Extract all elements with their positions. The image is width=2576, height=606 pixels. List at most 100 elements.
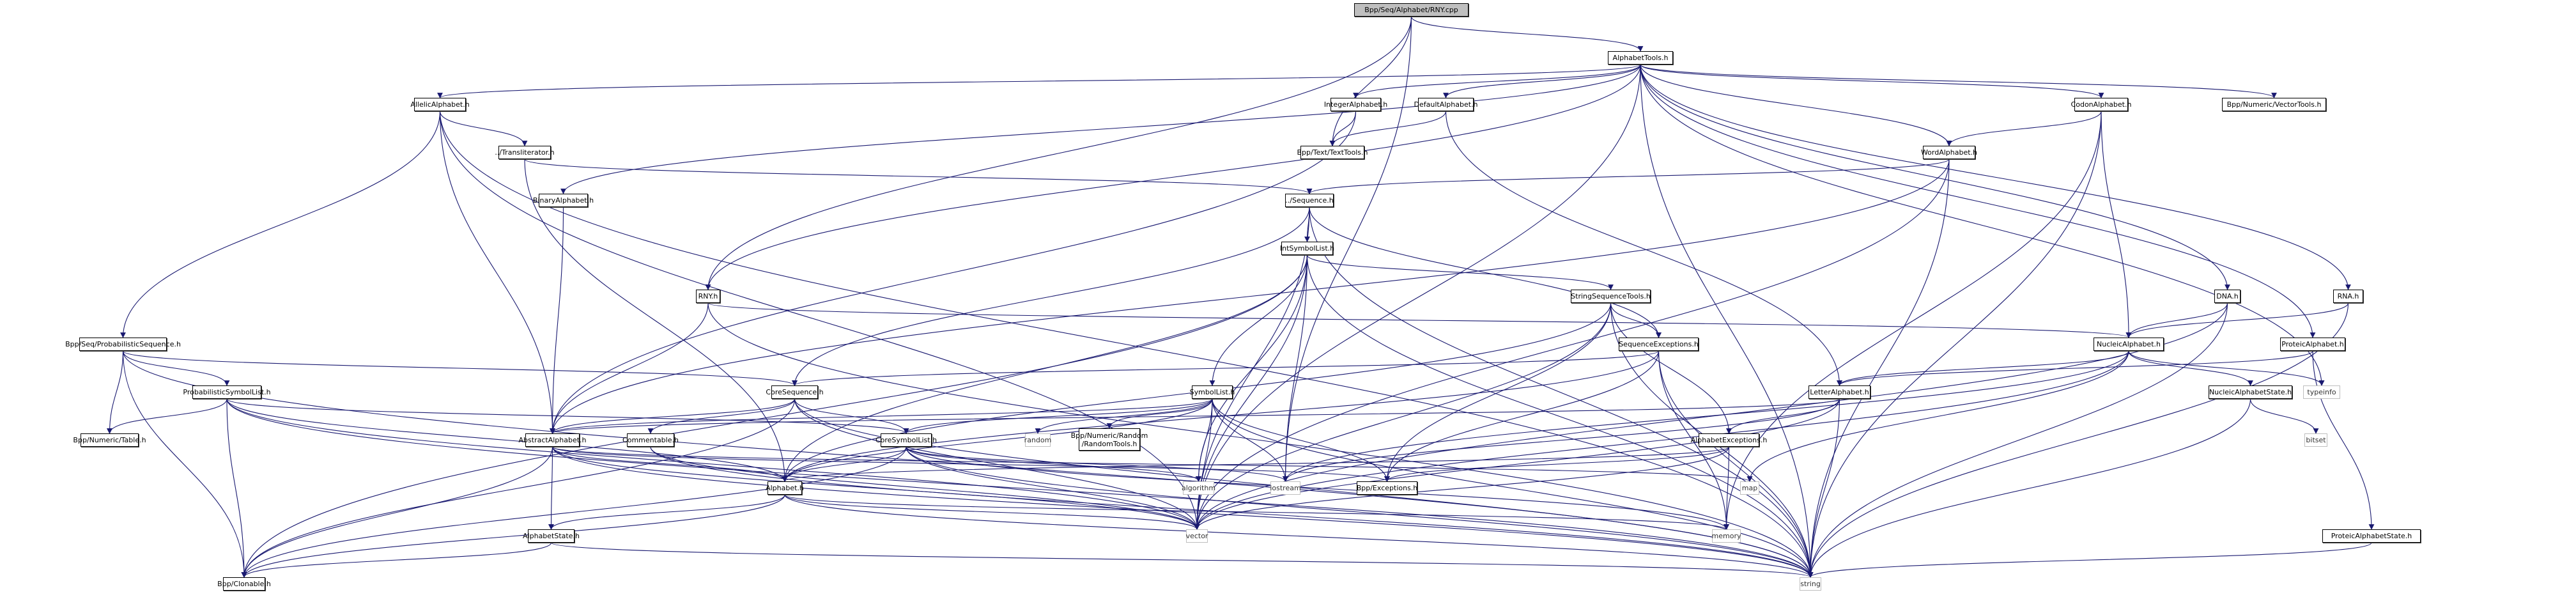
node-default[interactable]: DefaultAlphabet.h xyxy=(1414,98,1478,111)
edge-alphabet-to-clonable xyxy=(241,494,785,578)
edge-probsymlist-to-alphabet xyxy=(226,398,788,482)
edge-alphabettools-to-allelic xyxy=(437,64,1641,98)
edge-coresequence-to-clonable xyxy=(241,398,796,578)
edge-probsymlist-to-coresymbollist xyxy=(226,398,909,434)
node-allelic[interactable]: AllelicAlphabet.h xyxy=(410,98,470,111)
edge-allelic-to-abstractalphabet xyxy=(439,111,555,434)
edge-alphabettools-to-vector xyxy=(1194,64,1641,530)
node-random: random xyxy=(1024,433,1051,447)
edge-coresymbollist-to-string xyxy=(906,446,1814,578)
edge-codon-to-memory xyxy=(1724,111,2102,530)
node-randomtools[interactable]: Bpp/Numeric/Random /RandomTools.h xyxy=(1071,428,1148,451)
edge-alphabettools-to-vectortools xyxy=(1640,64,2277,98)
edge-nucleicstate-to-bitset xyxy=(2249,398,2319,434)
node-memory: memory xyxy=(1712,529,1741,543)
edge-coresequence-to-commentable xyxy=(647,398,796,434)
edge-alphabetexceptions-to-memory xyxy=(1724,446,1730,530)
edge-alphabettools-to-binary xyxy=(560,64,1641,194)
edge-seqexceptions-to-coresequence xyxy=(792,350,1660,386)
edge-coresequence-to-abstractalphabet xyxy=(550,398,796,434)
node-alphabetstate[interactable]: AlphabetState.h xyxy=(523,529,580,543)
node-word[interactable]: WordAlphabet.h xyxy=(1921,146,1977,159)
node-abstractalphabet[interactable]: AbstractAlphabet.h xyxy=(519,433,587,447)
node-vectortools[interactable]: Bpp/Numeric/VectorTools.h xyxy=(2222,98,2326,111)
node-proteic[interactable]: ProteicAlphabet.h xyxy=(2280,338,2345,351)
edge-word-to-sequence xyxy=(1306,159,1950,194)
node-probsymlist[interactable]: ProbabilisticSymbolList.h xyxy=(183,385,271,399)
node-proteicstate[interactable]: ProteicAlphabetState.h xyxy=(2322,529,2421,543)
node-alphabetexceptions[interactable]: AlphabetExceptions.h xyxy=(1691,433,1767,447)
edge-stringseqtools-to-vector xyxy=(1194,302,1612,530)
edge-alphabettools-to-typeinfo xyxy=(1640,64,2325,386)
node-coresequence[interactable]: CoreSequence.h xyxy=(766,385,824,399)
edge-alphabettools-to-rna xyxy=(1640,64,2351,290)
edge-symbollist-to-alphabet xyxy=(782,398,1213,482)
node-alphabet[interactable]: Alphabet.h xyxy=(766,481,804,495)
edge-abstractalphabet-to-clonable xyxy=(241,446,553,578)
edge-integer-to-abstractalphabet xyxy=(550,111,1357,434)
edge-alphabet-to-memory xyxy=(784,494,1729,530)
edge-alphabettools-to-default xyxy=(1443,64,1641,98)
edge-symbollist-to-abstractalphabet xyxy=(550,398,1213,434)
node-integer[interactable]: IntegerAlphabet.h xyxy=(1324,98,1387,111)
edge-nucleic-to-map xyxy=(1747,350,2129,482)
node-sequence[interactable]: ../Sequence.h xyxy=(1285,194,1334,207)
edge-symbollist-to-randomtools xyxy=(1106,398,1213,429)
node-rna[interactable]: RNA.h xyxy=(2333,290,2363,303)
edge-coresymbollist-to-memory xyxy=(906,446,1729,530)
node-exceptions[interactable]: Bpp/Exceptions.h xyxy=(1357,481,1417,495)
edge-symbollist-to-exceptions xyxy=(1212,398,1390,482)
node-rny[interactable]: Bpp/Seq/Alphabet/RNY.cpp xyxy=(1354,3,1469,17)
node-rnyh[interactable]: RNY.h xyxy=(696,290,720,303)
edge-alphabetstate-to-string xyxy=(550,542,1813,578)
node-intsymbollist[interactable]: IntSymbolList.h xyxy=(1280,242,1334,255)
edge-alphabet-to-string xyxy=(784,494,1814,578)
edge-alphabet-to-vector xyxy=(784,494,1200,530)
edge-rny-to-rnyh xyxy=(705,16,1412,290)
edge-alphabettools-to-proteic xyxy=(1640,64,2316,338)
edge-coresymbollist-to-alphabet xyxy=(782,446,907,482)
edge-allelic-to-probseq xyxy=(120,111,441,338)
edge-rna-to-nucleic xyxy=(2125,302,2349,338)
edge-coresymbollist-to-clonable xyxy=(241,446,907,578)
edge-alphabetexceptions-to-vector xyxy=(1194,446,1730,530)
node-symbollist[interactable]: SymbolList.h xyxy=(1190,385,1235,399)
edge-symbollist-to-string xyxy=(1212,398,1814,578)
node-algorithm: algorithm xyxy=(1182,481,1215,495)
node-probseq[interactable]: Bpp/Seq/ProbabilisticSequence.h xyxy=(65,338,181,351)
edge-probseq-to-table xyxy=(107,350,124,434)
node-vector: vector xyxy=(1186,529,1208,543)
node-transliterator[interactable]: ../Transliterator.h xyxy=(495,146,555,159)
edge-intsymbollist-to-clonable xyxy=(241,254,1308,578)
node-bitset: bitset xyxy=(2304,433,2327,447)
edge-nucleic-to-iostream xyxy=(1283,350,2129,482)
node-texttools[interactable]: Bpp/Text/TextTools.h xyxy=(1297,146,1368,159)
edge-probsymlist-to-table xyxy=(107,398,228,434)
node-clonable[interactable]: Bpp/Clonable.h xyxy=(217,577,271,591)
node-nucleicstate[interactable]: NucleicAlphabetState.h xyxy=(2209,385,2292,399)
node-alphabettools[interactable]: AlphabetTools.h xyxy=(1608,51,1673,65)
node-coresymbollist[interactable]: CoreSymbolList.h xyxy=(875,433,937,447)
node-table[interactable]: Bpp/Numeric/Table.h xyxy=(73,433,146,447)
node-stringseqtools[interactable]: StringSequenceTools.h xyxy=(1571,290,1651,303)
node-letter[interactable]: LetterAlphabet.h xyxy=(1809,385,1870,399)
edge-probsymlist-to-clonable xyxy=(226,398,247,578)
node-binary[interactable]: BinaryAlphabet.h xyxy=(533,194,594,207)
edge-codon-to-nucleic xyxy=(2101,111,2132,338)
node-seqexceptions[interactable]: SequenceExceptions.h xyxy=(1619,338,1699,351)
edge-intsymbollist-to-string xyxy=(1306,254,1814,578)
edge-probsymlist-to-string xyxy=(226,398,1814,578)
edge-letter-to-vector xyxy=(1194,398,1840,530)
edge-nucleic-to-letter xyxy=(1837,350,2129,386)
node-nucleic[interactable]: NucleicAlphabet.h xyxy=(2094,338,2164,351)
node-dna[interactable]: DNA.h xyxy=(2214,290,2241,303)
edge-alphabetexceptions-to-exceptions xyxy=(1384,446,1730,482)
edge-seqexceptions-to-string xyxy=(1658,350,1814,578)
edge-seqexceptions-to-exceptions xyxy=(1384,350,1660,482)
edge-probseq-to-coresequence xyxy=(122,350,798,386)
node-codon[interactable]: CodonAlphabet.h xyxy=(2071,98,2131,111)
edge-probsymlist-to-vector xyxy=(226,398,1200,530)
edge-rna-to-string xyxy=(1807,302,2349,578)
edge-allelic-to-vector xyxy=(439,111,1200,530)
node-commentable[interactable]: Commentable.h xyxy=(622,433,679,447)
